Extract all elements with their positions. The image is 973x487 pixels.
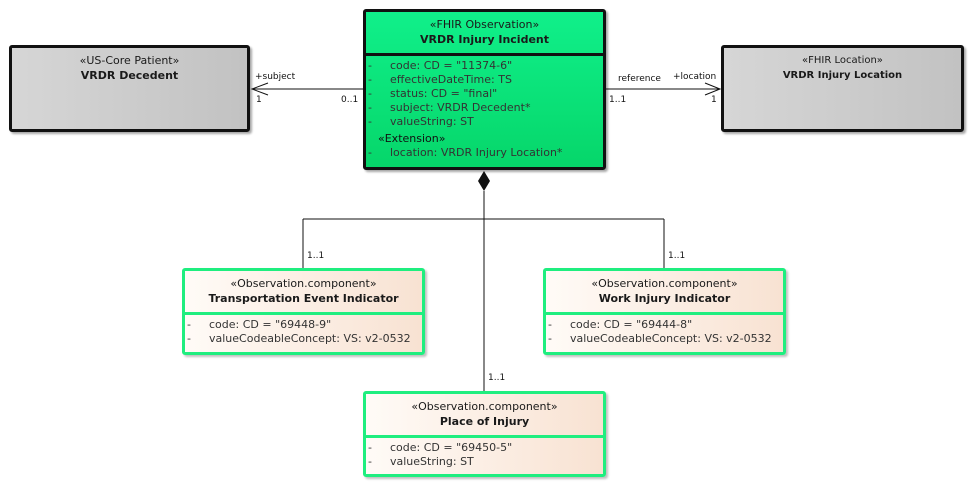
attribute-row[interactable]: -code: CD = "69450-5" <box>368 441 513 454</box>
attribute-list: -code: CD = "69444-8" -valueCodeableConc… <box>548 318 779 346</box>
transport-multiplicity: 1..1 <box>307 251 325 261</box>
stereotype: «FHIR Location» <box>802 55 883 66</box>
stereotype: «US-Core Patient» <box>79 54 180 67</box>
attribute-row[interactable]: -status: CD = "final" <box>368 87 498 100</box>
class-name: Place of Injury <box>439 415 530 428</box>
location-source-multiplicity: 1..1 <box>609 95 627 105</box>
class-name: VRDR Injury Location <box>782 70 903 81</box>
composition-diamond <box>478 171 490 191</box>
class-name: VRDR Decedent <box>80 69 179 82</box>
attribute-row[interactable]: -effectiveDateTime: TS <box>368 73 512 86</box>
attribute-list: -code: CD = "11374-6" -effectiveDateTime… <box>368 59 599 160</box>
class-place-of-injury[interactable]: «Observation.component» Place of Injury … <box>363 391 606 477</box>
class-vrdr-injury-location[interactable]: «FHIR Location» VRDR Injury Location <box>721 45 964 132</box>
location-association-name: reference <box>618 74 661 84</box>
attribute-row[interactable]: -subject: VRDR Decedent* <box>368 101 531 114</box>
subject-arrowhead <box>250 82 269 96</box>
subject-target-multiplicity: 1 <box>256 95 262 105</box>
stereotype: «Observation.component» <box>230 277 377 290</box>
attribute-row[interactable]: -location: VRDR Injury Location* <box>368 146 563 159</box>
location-target-multiplicity: 1 <box>711 95 717 105</box>
attribute-row[interactable]: -code: CD = "69444-8" <box>548 318 693 331</box>
location-arrowhead <box>704 82 722 96</box>
stereotype: «FHIR Observation» <box>429 18 540 31</box>
attribute-row[interactable]: -valueString: ST <box>368 455 474 468</box>
class-vrdr-decedent[interactable]: «US-Core Patient» VRDR Decedent <box>9 45 250 132</box>
class-work-injury-indicator[interactable]: «Observation.component» Work Injury Indi… <box>543 268 786 355</box>
attribute-list: -code: CD = "69450-5" -valueString: ST <box>368 441 599 469</box>
compartment-divider <box>546 312 783 315</box>
class-transportation-event-indicator[interactable]: «Observation.component» Transportation E… <box>182 268 425 355</box>
class-name: Work Injury Indicator <box>598 292 731 305</box>
attribute-row[interactable]: -valueString: ST <box>368 115 474 128</box>
subject-source-multiplicity: 0..1 <box>341 95 359 105</box>
compartment-divider <box>366 53 603 56</box>
stereotype: «Observation.component» <box>411 400 558 413</box>
attribute-row[interactable]: -code: CD = "11374-6" <box>368 59 513 72</box>
class-name: Transportation Event Indicator <box>208 292 399 305</box>
attribute-row[interactable]: -valueCodeableConcept: VS: v2-0532 <box>187 332 411 345</box>
attribute-row[interactable]: -valueCodeableConcept: VS: v2-0532 <box>548 332 772 345</box>
place-multiplicity: 1..1 <box>488 373 506 383</box>
location-role-label: +location <box>673 72 717 82</box>
stereotype: «Observation.component» <box>591 277 738 290</box>
compartment-divider <box>185 312 422 315</box>
subject-role-label: +subject <box>255 72 296 82</box>
attribute-list: -code: CD = "69448-9" -valueCodeableConc… <box>187 318 418 346</box>
work-multiplicity: 1..1 <box>668 251 686 261</box>
class-vrdr-injury-incident[interactable]: «FHIR Observation» VRDR Injury Incident … <box>363 9 606 170</box>
compartment-divider <box>366 435 603 438</box>
attribute-row[interactable]: -code: CD = "69448-9" <box>187 318 332 331</box>
class-name: VRDR Injury Incident <box>419 33 549 46</box>
extension-stereotype: «Extension» <box>378 132 446 145</box>
